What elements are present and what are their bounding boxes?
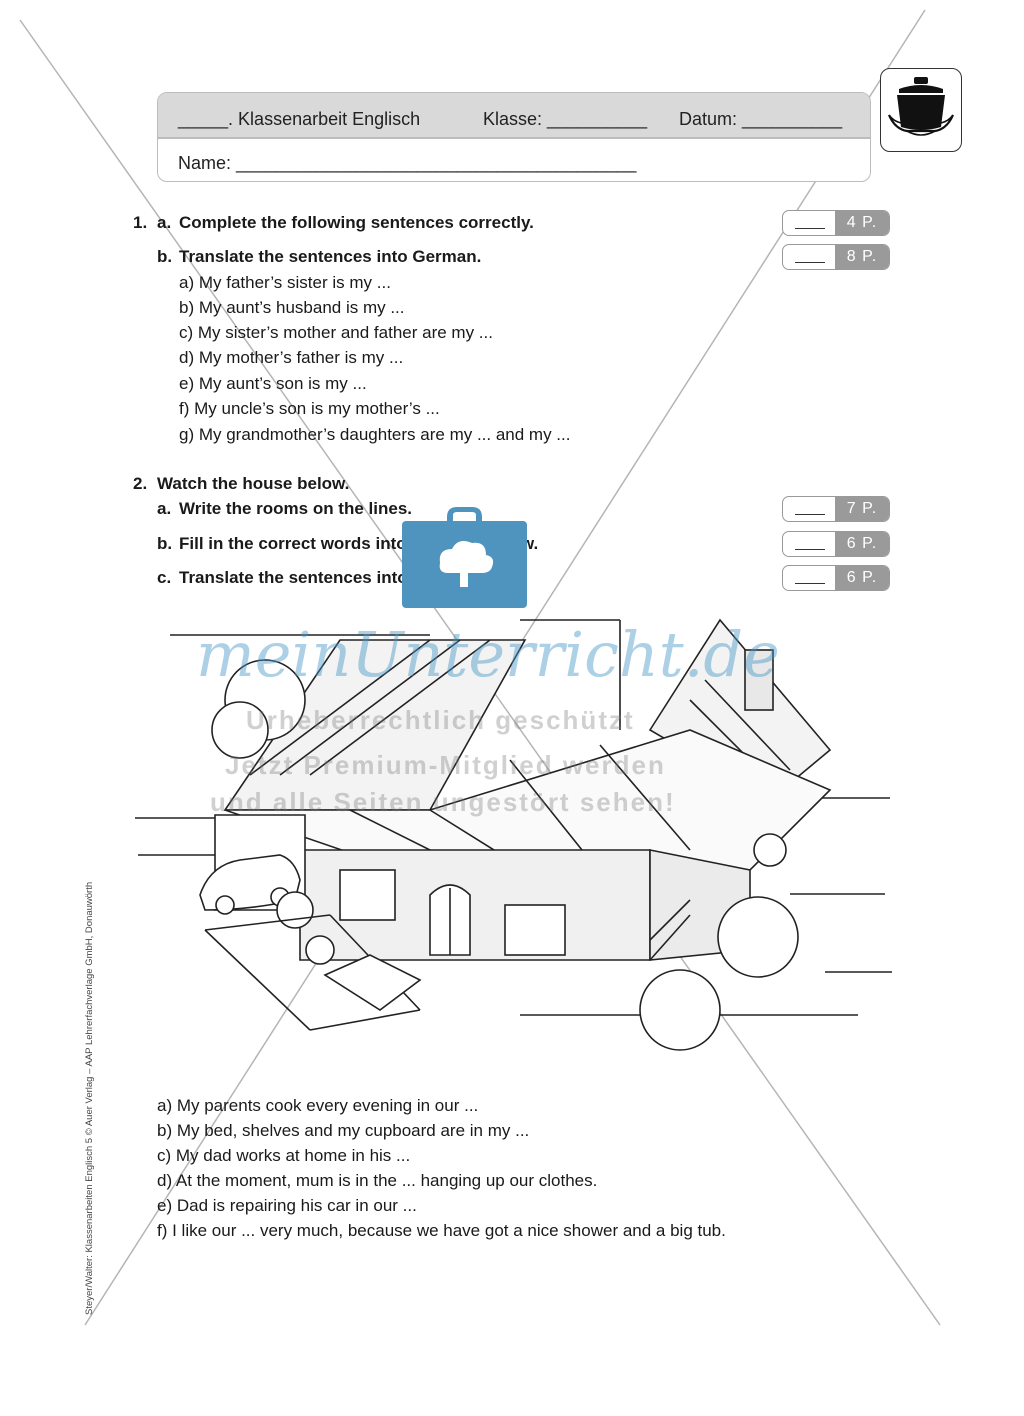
exercise1-b-label: b. [157, 247, 173, 266]
list-item: a) My parents cook every evening in our … [157, 1096, 479, 1115]
points-blank [783, 211, 835, 235]
list-item: d) At the moment, mum is in the ... hang… [157, 1171, 598, 1190]
list-item: f) I like our ... very much, because we … [157, 1221, 726, 1240]
header-top-bar [158, 93, 870, 137]
watermark-line: und alle Seiten ungestört sehen! [210, 787, 676, 817]
points-value: 6 P. [835, 532, 889, 556]
list-item: e) Dad is repairing his car in our ... [157, 1196, 417, 1215]
exercise2-number: 2. [133, 474, 148, 493]
exercise2-intro: Watch the house below. [157, 474, 350, 493]
points-value: 6 P. [835, 566, 889, 590]
points-box: 4 P. [782, 210, 890, 236]
points-blank [783, 532, 835, 556]
list-item: f) My uncle’s son is my mother’s ... [179, 399, 440, 418]
points-box: 6 P. [782, 565, 890, 591]
list-item: c) My sister’s mother and father are my … [179, 323, 493, 342]
exam-title: _____. Klassenarbeit Englisch [178, 109, 421, 129]
list-item: b) My aunt’s husband is my ... [179, 298, 405, 317]
exercise2-a-instruction: Write the rooms on the lines. [179, 499, 412, 518]
points-box: 7 P. [782, 496, 890, 522]
exercise2-c-label: c. [157, 568, 172, 587]
house-illustration [135, 618, 892, 1051]
exercise1-a-instruction: Complete the following sentences correct… [179, 213, 534, 232]
copyright-side-text: Steyer/Walter: Klassenarbeiten Englisch … [84, 881, 95, 1315]
points-value: 4 P. [835, 211, 889, 235]
list-item: g) My grandmother’s daughters are my ...… [179, 425, 571, 444]
exercise2-a-label: a. [157, 499, 172, 518]
exercise1-number: 1. [133, 213, 148, 232]
exercise1-a-label: a. [157, 213, 172, 232]
watermark-line: Urheberrechtlich geschützt [246, 705, 635, 735]
watermark-line: Jetzt Premium-Mitglied werden [225, 750, 666, 780]
name-field-label: Name: __________________________________… [178, 153, 637, 173]
list-item: b) My bed, shelves and my cupboard are i… [157, 1121, 530, 1140]
exam-pot-logo [880, 68, 962, 152]
points-box: 8 P. [782, 244, 890, 270]
class-field-label: Klasse: __________ [483, 109, 648, 129]
points-blank [783, 245, 835, 269]
date-field-label: Datum: __________ [679, 109, 843, 129]
list-item: e) My aunt’s son is my ... [179, 374, 367, 393]
list-item: c) My dad works at home in his ... [157, 1146, 411, 1165]
exercise2-b-label: b. [157, 534, 173, 553]
points-blank [783, 497, 835, 521]
pot-icon [887, 77, 955, 136]
header-divider [158, 137, 870, 139]
header-box: _____. Klassenarbeit Englisch Klasse: __… [157, 92, 871, 182]
watermark-brand: meinUnterricht.de [196, 618, 780, 691]
points-blank [783, 566, 835, 590]
list-item: d) My mother’s father is my ... [179, 348, 404, 367]
list-item: a) My father’s sister is my ... [179, 273, 391, 292]
briefcase-watermark-icon [402, 507, 527, 608]
points-box: 6 P. [782, 531, 890, 557]
points-value: 7 P. [835, 497, 889, 521]
exercise1-b-instruction: Translate the sentences into German. [179, 247, 482, 266]
points-value: 8 P. [835, 245, 889, 269]
